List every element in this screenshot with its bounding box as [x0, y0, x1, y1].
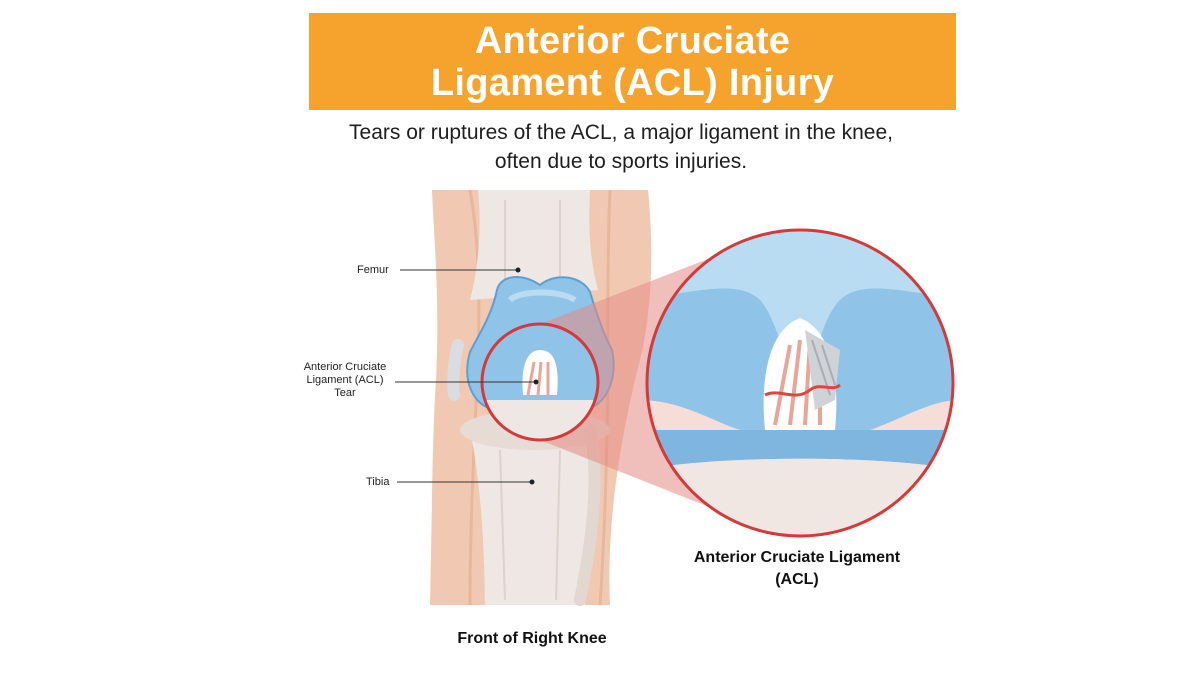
acl-pointer-dot	[533, 379, 539, 385]
title-banner: Anterior Cruciate Ligament (ACL) Injury	[309, 13, 956, 110]
zoom-caption-line-2: (ACL)	[775, 571, 819, 588]
title-line-2: Ligament (ACL) Injury	[430, 61, 835, 104]
large-zoom-circle	[645, 228, 955, 538]
femur-label: Femur	[357, 264, 389, 276]
cartilage-highlight	[507, 289, 577, 303]
acl-tear-label-line-2: Ligament (ACL)	[306, 374, 384, 386]
femur-pointer-dot	[515, 267, 521, 273]
large-zoom-content	[647, 230, 953, 536]
tibia-label: Tibia	[366, 476, 390, 488]
knee-caption: Front of Right Knee	[457, 630, 607, 647]
acl-tear-label: Anterior Cruciate Ligament (ACL) Tear	[290, 361, 400, 400]
collateral-ligament	[447, 339, 464, 401]
acl-tear-label-line-3: Tear	[334, 387, 356, 399]
subtitle: Tears or ruptures of the ACL, a major li…	[250, 118, 992, 176]
zoom-caption-line-1: Anterior Cruciate Ligament	[693, 549, 901, 566]
subtitle-line-2: often due to sports injuries.	[494, 150, 748, 173]
title-line-1: Anterior Cruciate	[474, 19, 791, 62]
tibia-pointer-dot	[529, 479, 535, 485]
small-zoom-content	[482, 324, 598, 440]
femur-bone	[470, 190, 598, 300]
zoom-caption: Anterior Cruciate Ligament (ACL)	[660, 547, 934, 591]
subtitle-line-1: Tears or ruptures of the ACL, a major li…	[349, 121, 893, 144]
acl-tear-label-line-1: Anterior Cruciate	[303, 361, 387, 373]
